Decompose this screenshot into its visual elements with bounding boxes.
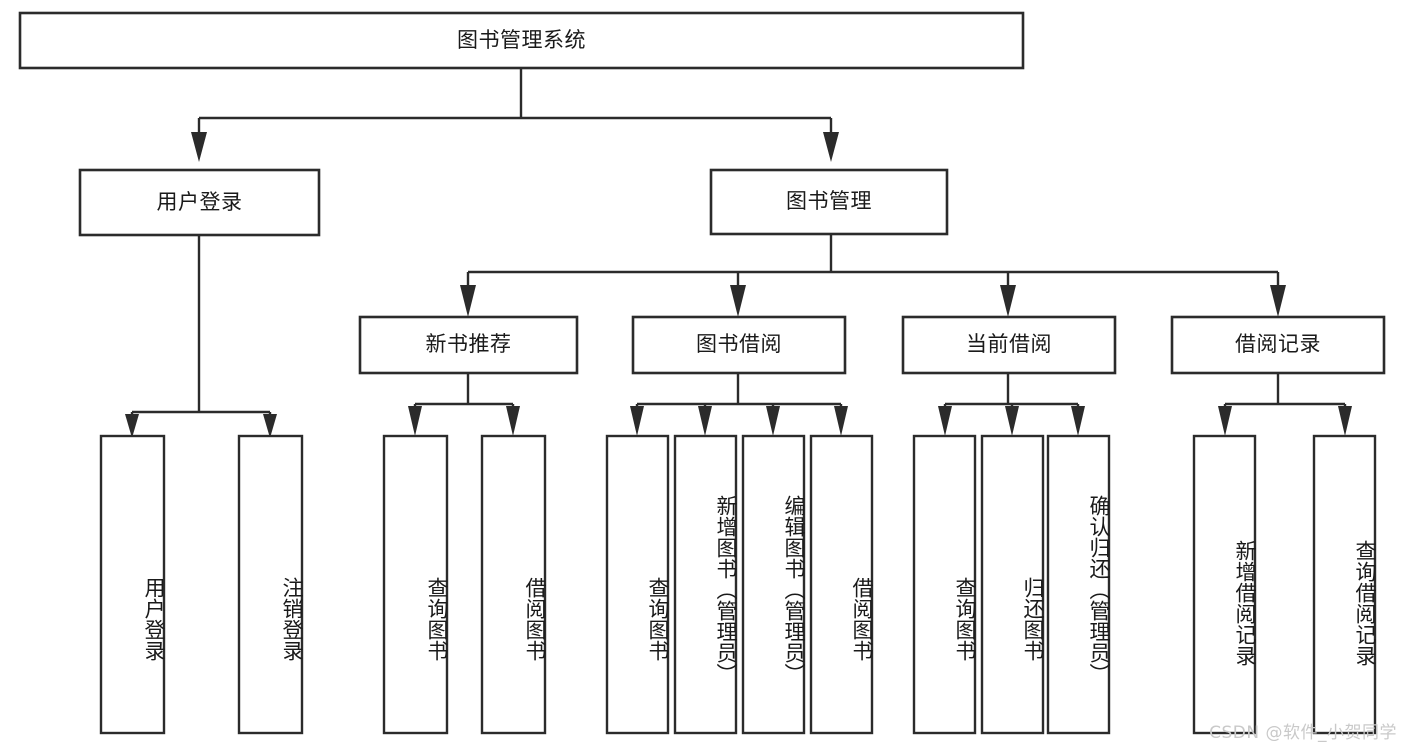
- connector-group-book-borrow: [630, 373, 848, 436]
- arrow-head-current-borrow: [1000, 285, 1016, 317]
- arrow-head-book-manage: [823, 132, 839, 162]
- connector-group-book-manage: [460, 233, 1286, 317]
- arrow-head-leaf-user-login-2: [263, 414, 277, 438]
- connector-group-borrow-record: [1218, 373, 1352, 436]
- arrow-head-book-borrow: [730, 285, 746, 317]
- arrow-head-leaf-borrow-record-1: [1218, 406, 1232, 436]
- leaf-box-user-login-1[interactable]: [99, 434, 166, 735]
- arrow-head-user-login: [191, 132, 207, 162]
- arrow-head-new-book-recommend: [460, 285, 476, 317]
- connector-group-user-login: [125, 235, 277, 438]
- connector-group-new-book-recommend: [408, 373, 520, 436]
- arrow-head-leaf-book-borrow-3: [766, 406, 780, 436]
- arrow-head-leaf-user-login-1: [125, 414, 139, 438]
- arrow-head-leaf-current-borrow-1: [938, 406, 952, 436]
- leaf-box-current-borrow-2[interactable]: [980, 434, 1045, 735]
- node-box-root[interactable]: [18, 11, 1025, 70]
- csdn-watermark: CSDN @软件_小贺同学: [1209, 723, 1397, 743]
- connector-group-current-borrow: [938, 373, 1085, 436]
- leaf-box-new-book-1[interactable]: [382, 434, 449, 735]
- leaf-box-book-borrow-4[interactable]: [809, 434, 874, 735]
- node-box-current-borrow[interactable]: [901, 315, 1117, 375]
- arrow-head-leaf-book-borrow-2: [698, 406, 712, 436]
- node-box-user-login[interactable]: [78, 168, 321, 237]
- arrow-head-leaf-borrow-record-2: [1338, 406, 1352, 436]
- leaf-box-borrow-record-1[interactable]: [1192, 434, 1257, 735]
- leaf-box-current-borrow-1[interactable]: [912, 434, 977, 735]
- leaf-box-book-borrow-2[interactable]: [673, 434, 738, 735]
- node-box-book-borrow[interactable]: [631, 315, 847, 375]
- leaf-box-borrow-record-2[interactable]: [1312, 434, 1377, 735]
- leaf-box-new-book-2[interactable]: [480, 434, 547, 735]
- arrow-head-leaf-new-book-2: [506, 406, 520, 436]
- node-box-borrow-record[interactable]: [1170, 315, 1386, 375]
- leaf-box-current-borrow-3[interactable]: [1046, 434, 1111, 735]
- leaf-box-user-login-2[interactable]: [237, 434, 304, 735]
- node-box-book-manage[interactable]: [709, 168, 949, 236]
- arrow-head-leaf-book-borrow-1: [630, 406, 644, 436]
- leaf-box-book-borrow-3[interactable]: [741, 434, 806, 735]
- arrow-head-leaf-current-borrow-3: [1071, 406, 1085, 436]
- arrow-head-leaf-current-borrow-2: [1005, 406, 1019, 436]
- arrow-head-leaf-book-borrow-4: [834, 406, 848, 436]
- node-box-new-book-recommend[interactable]: [358, 315, 579, 375]
- leaf-box-book-borrow-1[interactable]: [605, 434, 670, 735]
- connector-group-root: [191, 68, 839, 162]
- arrow-head-borrow-record: [1270, 285, 1286, 317]
- arrow-head-leaf-new-book-1: [408, 406, 422, 436]
